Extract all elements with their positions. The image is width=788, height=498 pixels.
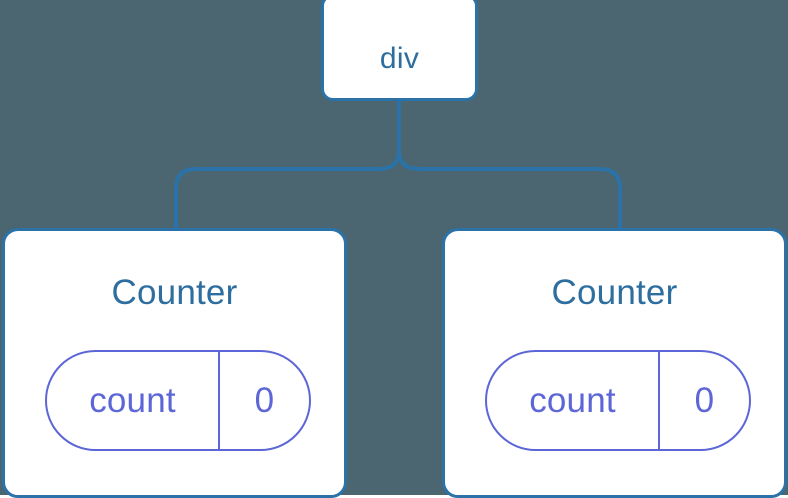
node-counter-1-label: Counter <box>551 273 678 312</box>
connector-branch-left <box>174 149 401 230</box>
connector-branch-right <box>397 149 622 230</box>
node-counter-0-label: Counter <box>111 273 238 312</box>
state-pill-counter-1[interactable]: count 0 <box>485 350 751 451</box>
node-counter-0[interactable]: Counter count 0 <box>2 228 347 498</box>
node-counter-1[interactable]: Counter count 0 <box>442 228 787 498</box>
state-key-label: count <box>89 381 176 420</box>
state-value-cell: 0 <box>220 352 309 449</box>
state-value-label: 0 <box>254 381 275 420</box>
state-value-label: 0 <box>694 381 715 420</box>
state-key-cell: count <box>487 352 660 449</box>
state-key-cell: count <box>47 352 220 449</box>
state-value-cell: 0 <box>660 352 749 449</box>
state-pill-counter-0[interactable]: count 0 <box>45 350 311 451</box>
state-key-label: count <box>529 381 616 420</box>
node-root-label: div <box>379 42 420 75</box>
node-root-div[interactable]: div <box>321 0 478 101</box>
